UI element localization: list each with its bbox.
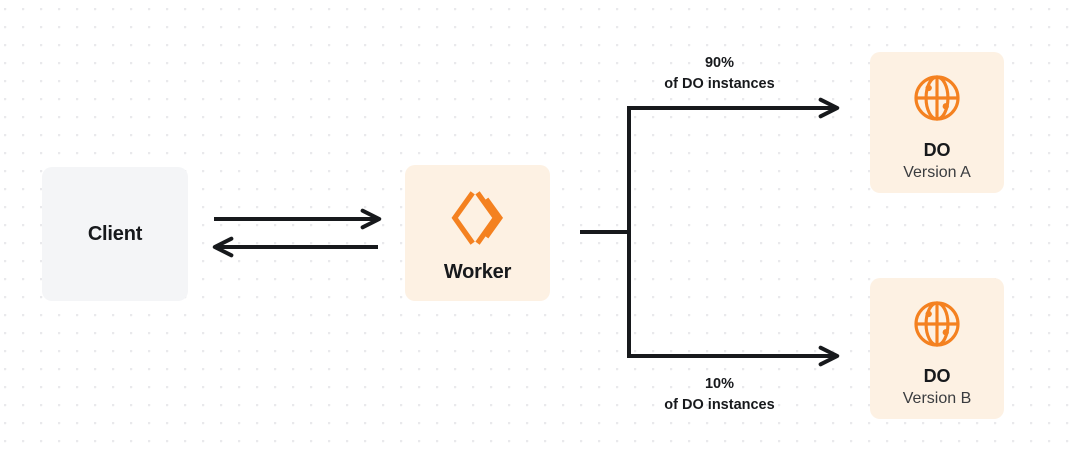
durable-object-globe-icon [909, 70, 965, 126]
edge-top-description: of DO instances [664, 76, 775, 93]
edge-bottom-percent: 10% [704, 376, 735, 392]
durable-object-globe-icon [909, 296, 965, 352]
do-a-title: DO [923, 139, 951, 160]
worker-label: Worker [443, 260, 512, 283]
node-do-version-a[interactable]: DO Version A [870, 52, 1004, 193]
edge-label-top: 90% of DO instances [612, 53, 827, 95]
cloudflare-workers-icon [447, 187, 509, 249]
edge-bottom-description: of DO instances [664, 397, 775, 414]
do-b-title: DO [923, 365, 951, 386]
client-label: Client [87, 222, 143, 245]
node-worker[interactable]: Worker [405, 165, 550, 301]
do-a-subtitle: Version A [903, 163, 971, 181]
edge-label-bottom: 10% of DO instances [612, 374, 827, 416]
node-do-version-b[interactable]: DO Version B [870, 278, 1004, 419]
do-b-subtitle: Version B [902, 389, 972, 407]
node-client[interactable]: Client [42, 167, 188, 301]
edge-top-percent: 90% [704, 55, 735, 71]
